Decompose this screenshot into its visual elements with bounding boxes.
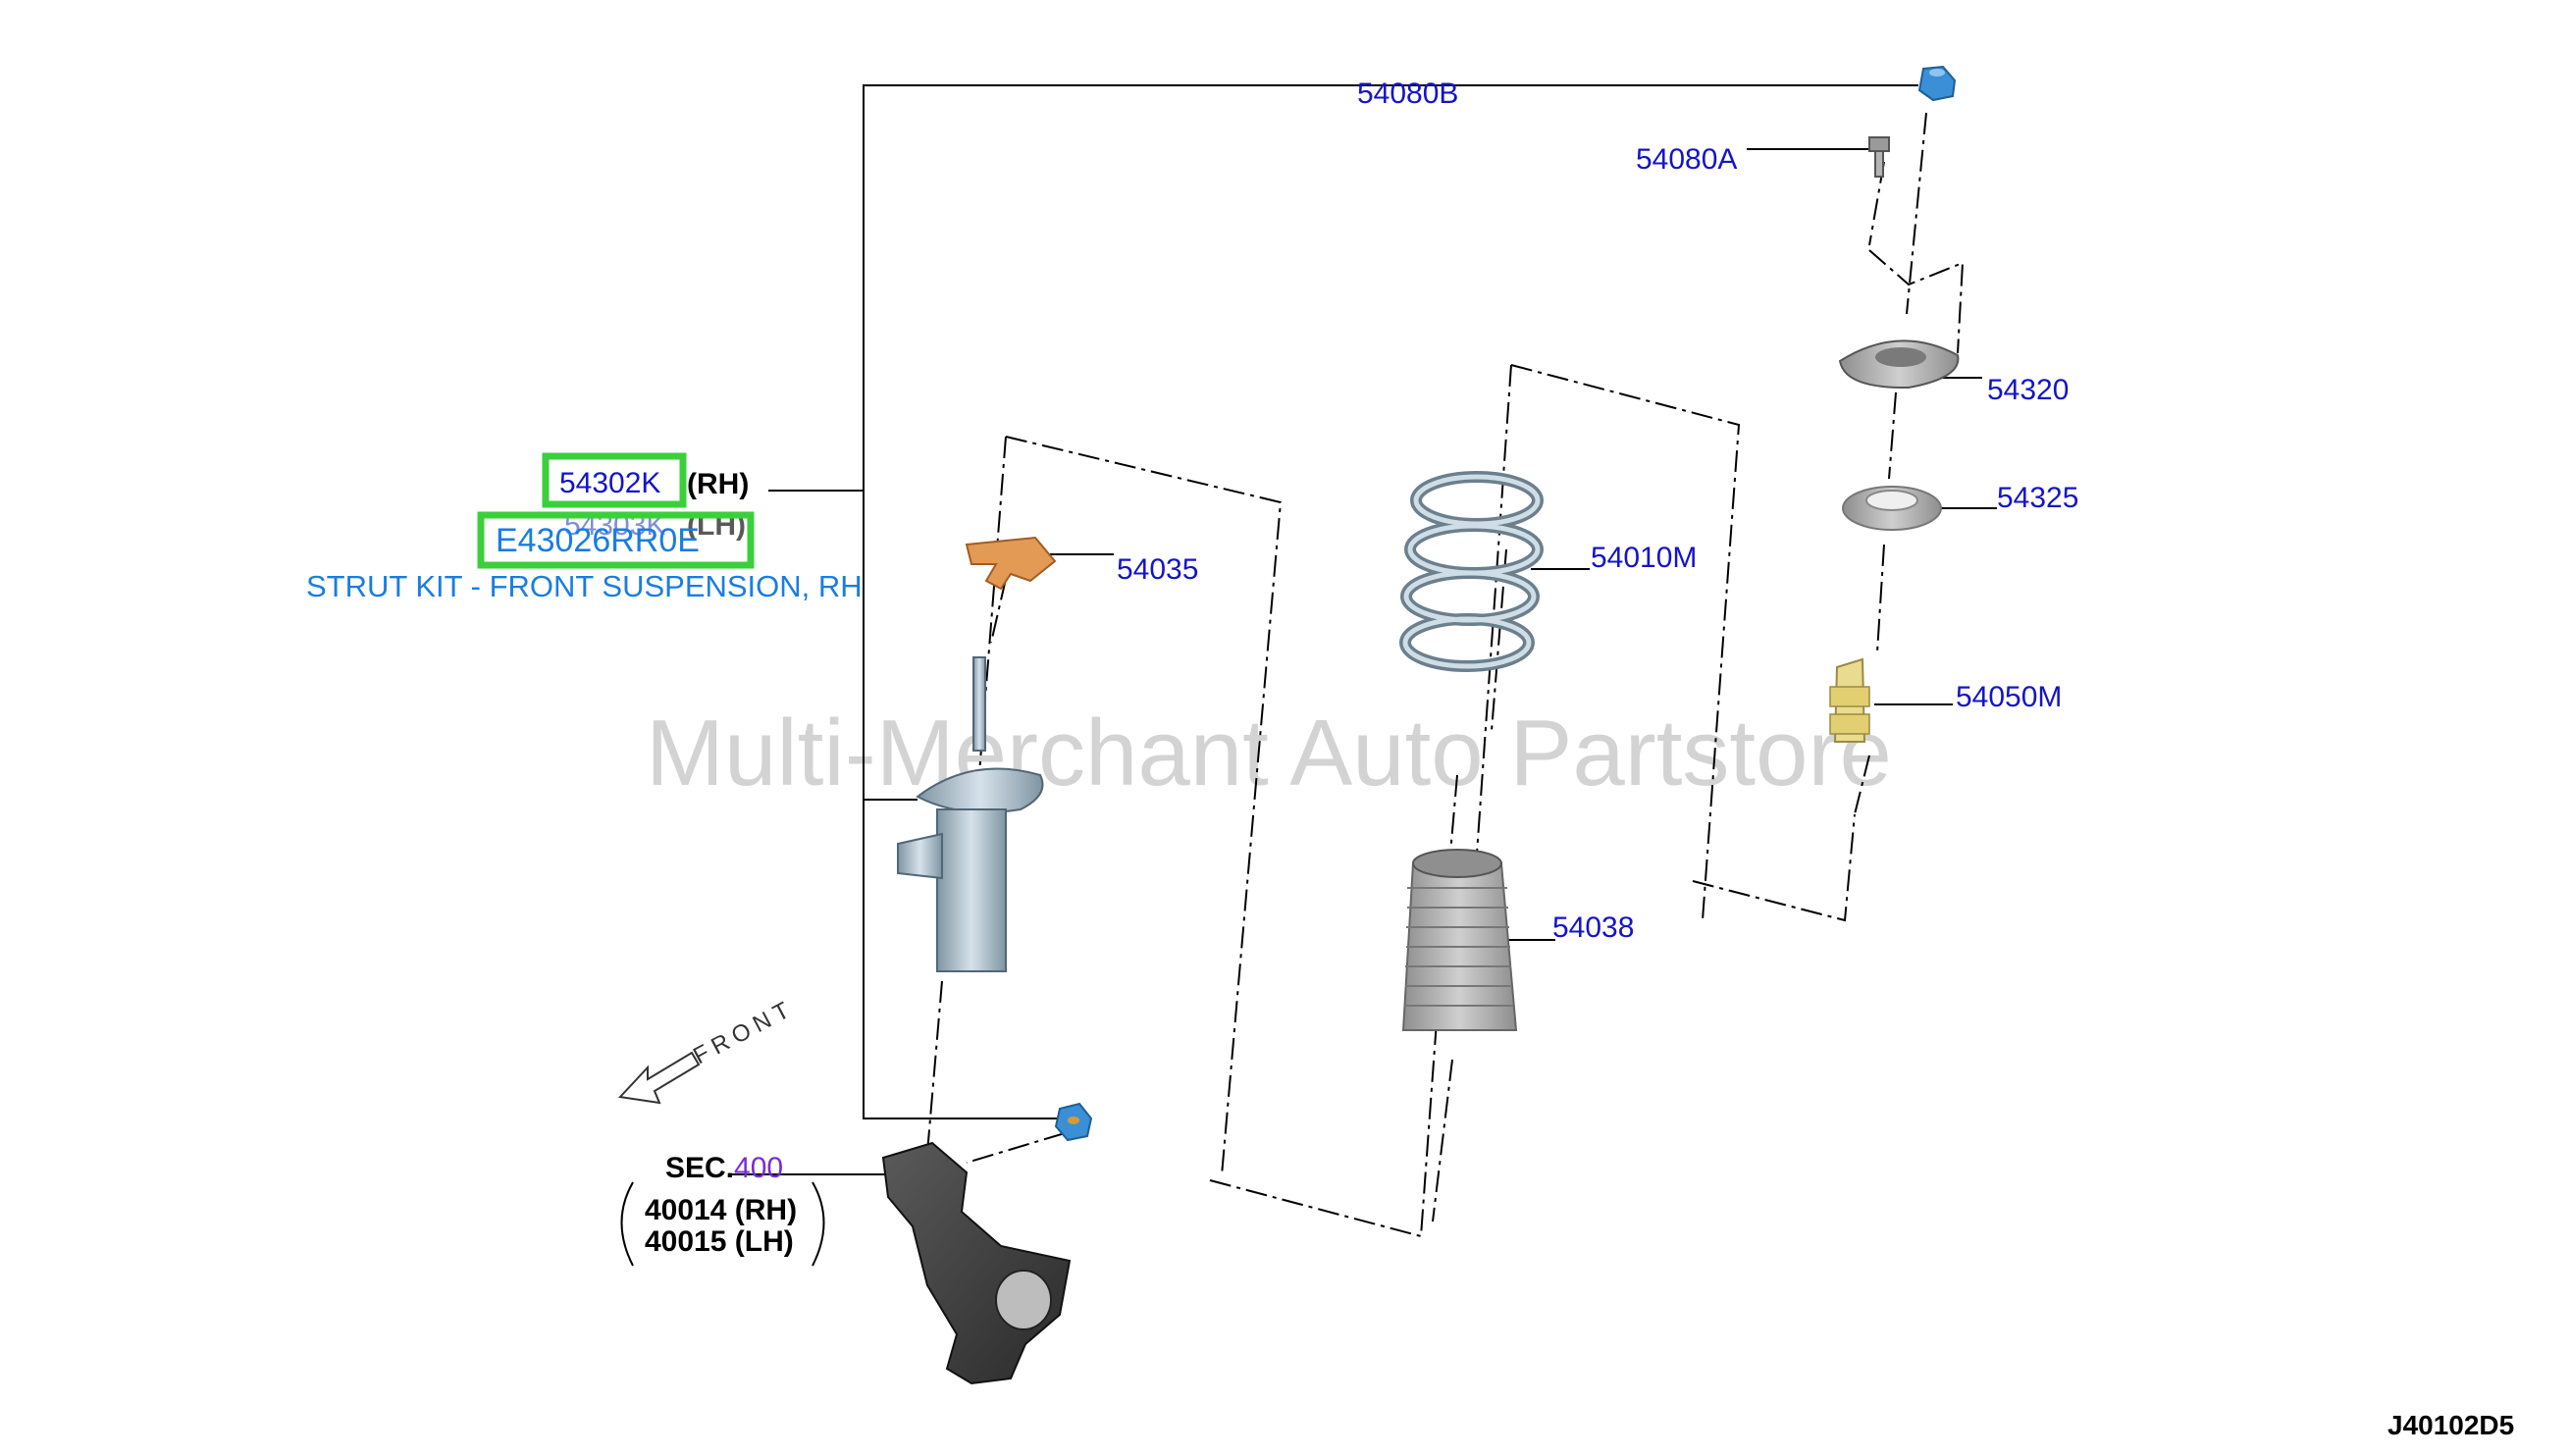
knuckle-rh-part: 40014 (RH) [645,1194,797,1226]
assembly-phantom-lines [926,112,1965,1238]
kit-number-highlight-box [477,511,755,569]
part-number-54302K[interactable]: 54302K [559,467,660,499]
part-number-highlight-box [542,452,687,508]
strut-assembly[interactable] [897,656,1044,972]
bracket-lines [731,84,1997,1175]
callout-54050M[interactable]: 54050M [1956,681,2062,713]
bolt-54080A[interactable] [1868,136,1890,178]
dust-boot-54038[interactable] [1401,849,1518,1031]
highlighted-strut-part[interactable]: 54303K (LH) 54302K (RH) E43026RR0E STRUT… [306,452,863,603]
diagram-code: J40102D5 [2387,1410,2514,1440]
callout-54080B[interactable]: 54080B [1357,78,1458,110]
steering-knuckle[interactable] [881,1141,1072,1385]
callout-54325[interactable]: 54325 [1997,482,2078,514]
knuckle-nut[interactable] [1054,1102,1093,1142]
knuckle-lh-part: 40015 (LH) [645,1225,794,1258]
callout-54010M[interactable]: 54010M [1591,542,1697,574]
front-arrow-icon [617,1051,701,1105]
section-number[interactable]: 400 [734,1152,783,1184]
flange-nut-54080B[interactable] [1917,65,1957,102]
callout-54038[interactable]: 54038 [1552,911,1634,944]
strut-mount-54320[interactable] [1838,339,1960,390]
coil-spring-highlight [1402,474,1541,669]
kit-description: STRUT KIT - FRONT SUSPENSION, RH [306,569,863,603]
callout-54080A[interactable]: 54080A [1636,143,1737,176]
section-prefix: SEC. [665,1152,734,1184]
section-reference: SEC.400 40014 (RH) 40015 (LH) [620,1152,825,1267]
bump-stop-54050M[interactable] [1829,657,1870,743]
watermark-text: Multi-Merchant Auto Partstore [646,701,1892,806]
callout-54320[interactable]: 54320 [1987,374,2069,406]
kit-number[interactable]: E43026RR0E [496,522,700,559]
spring-seat-54035[interactable] [965,536,1057,591]
rh-side-label: (RH) [687,468,749,500]
svg-text:SEC.400: SEC.400 [665,1152,783,1184]
callout-54035[interactable]: 54035 [1117,553,1198,586]
bearing-54325[interactable] [1842,486,1942,531]
front-direction-label: FRONT [689,995,799,1070]
